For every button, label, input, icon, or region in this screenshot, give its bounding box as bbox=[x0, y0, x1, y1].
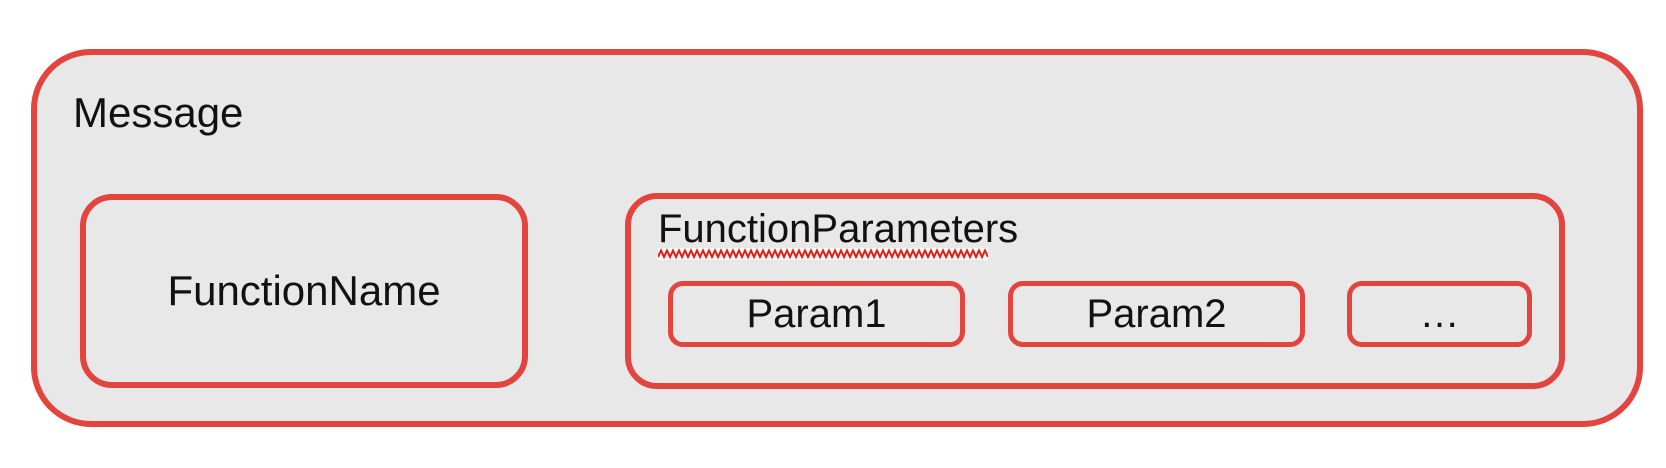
function-name-label: FunctionName bbox=[167, 267, 441, 314]
function-name-box: FunctionName bbox=[80, 194, 528, 388]
param-box-ellipsis: … bbox=[1347, 281, 1532, 347]
squiggle-line bbox=[658, 248, 988, 260]
message-label: Message bbox=[73, 89, 244, 136]
spellcheck-squiggle-icon bbox=[658, 248, 988, 260]
param-2-label: Param2 bbox=[1086, 292, 1227, 336]
param-1-label: Param1 bbox=[746, 292, 887, 336]
function-parameters-box: FunctionParameters Param1 Param2 … bbox=[625, 193, 1565, 389]
param-box-1: Param1 bbox=[668, 281, 965, 347]
param-box-2: Param2 bbox=[1008, 281, 1305, 347]
message-box: Message FunctionName FunctionParameters … bbox=[31, 49, 1643, 427]
param-ellipsis-label: … bbox=[1419, 292, 1460, 336]
function-parameters-label: FunctionParameters bbox=[658, 207, 1019, 251]
